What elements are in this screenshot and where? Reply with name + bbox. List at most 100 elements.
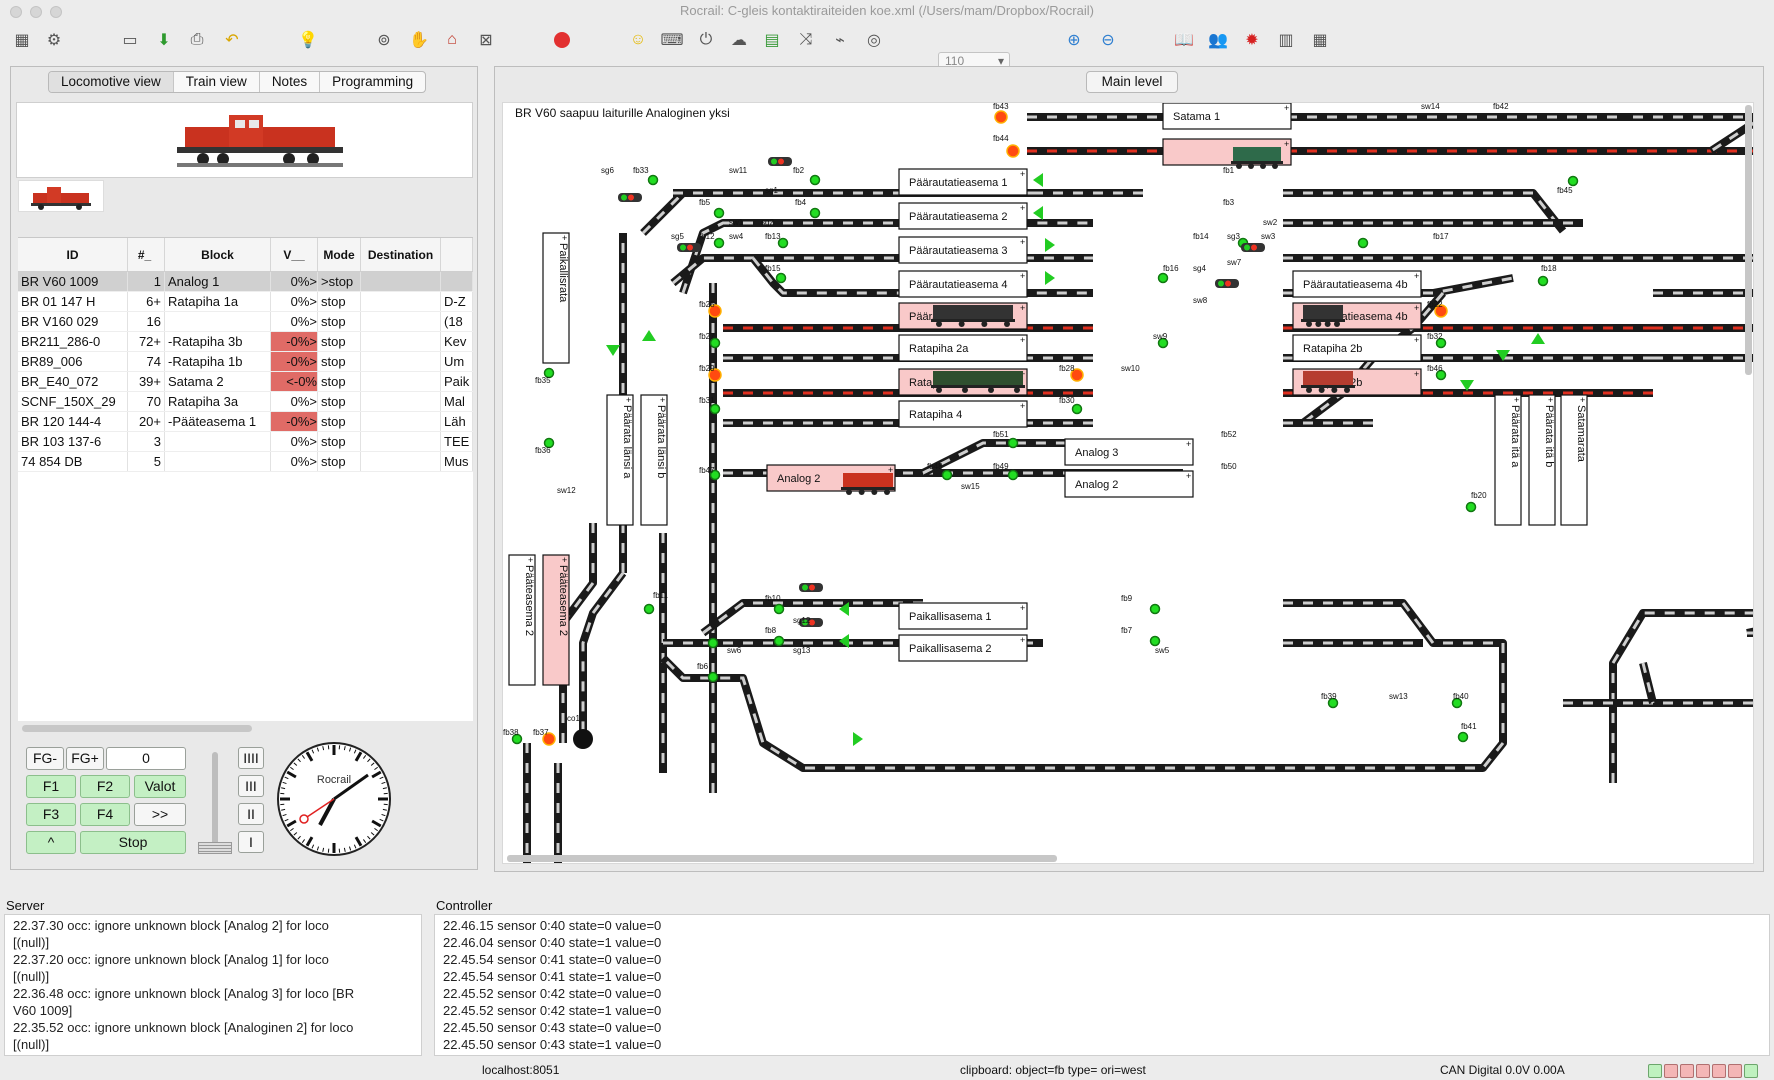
feedback-sensor-icon[interactable] bbox=[647, 174, 659, 186]
feedback-sensor-icon[interactable] bbox=[543, 367, 555, 379]
lights-button[interactable]: Valot bbox=[134, 775, 186, 798]
speed-slider-thumb[interactable] bbox=[198, 842, 232, 854]
gear-3-button[interactable]: III bbox=[238, 775, 264, 797]
tab-programming[interactable]: Programming bbox=[332, 74, 414, 89]
feedback-sensor-icon[interactable] bbox=[707, 637, 719, 649]
zoom-in-icon[interactable]: ⊕ bbox=[1067, 32, 1081, 49]
feedback-sensor-icon[interactable] bbox=[1007, 469, 1019, 481]
feedback-sensor-icon[interactable] bbox=[1007, 437, 1019, 449]
feedback-sensor-icon[interactable] bbox=[511, 733, 523, 745]
feedback-sensor-icon[interactable] bbox=[1537, 275, 1549, 287]
shuffle-icon[interactable]: ⤨ bbox=[799, 31, 813, 48]
block-p4b[interactable] bbox=[1292, 270, 1422, 298]
tab-main-level[interactable]: Main level bbox=[1086, 71, 1178, 93]
keyboard-icon[interactable]: ⌨ bbox=[660, 32, 684, 49]
block-r2b[interactable] bbox=[1292, 334, 1422, 362]
col-velocity[interactable]: V__ bbox=[271, 238, 318, 271]
feedback-sensor-icon[interactable] bbox=[1435, 369, 1447, 381]
feedback-sensor-icon[interactable] bbox=[1357, 237, 1369, 249]
block-a3[interactable] bbox=[1064, 438, 1194, 466]
feedback-sensor-icon[interactable] bbox=[708, 304, 722, 318]
locomotive-thumbnail[interactable] bbox=[18, 180, 104, 212]
fg-minus-button[interactable]: FG- bbox=[26, 747, 64, 770]
book-icon[interactable]: 📖 bbox=[1174, 32, 1194, 49]
track-plan[interactable]: BR V60 saapuu laiturille Analoginen yksi… bbox=[502, 102, 1754, 864]
col-destination[interactable]: Destination bbox=[361, 238, 441, 271]
feedback-sensor-icon[interactable] bbox=[1071, 403, 1083, 415]
block-pa2[interactable] bbox=[898, 634, 1028, 662]
controller-icon[interactable]: ⊚ bbox=[377, 32, 391, 49]
feedback-sensor-icon[interactable] bbox=[1157, 337, 1169, 349]
col-extra[interactable] bbox=[441, 238, 473, 271]
feedback-sensor-icon[interactable] bbox=[542, 732, 556, 746]
people-icon[interactable]: 👥 bbox=[1208, 32, 1228, 49]
gear-2-button[interactable]: II bbox=[238, 803, 264, 825]
gear-red-icon[interactable]: ✹ bbox=[1245, 32, 1259, 49]
col-mode[interactable]: Mode bbox=[318, 238, 361, 271]
fg-plus-button[interactable]: FG+ bbox=[66, 747, 104, 770]
feedback-sensor-icon[interactable] bbox=[708, 368, 722, 382]
feedback-sensor-icon[interactable] bbox=[709, 469, 721, 481]
feedback-sensor-icon[interactable] bbox=[1457, 731, 1469, 743]
gear-4-button[interactable]: IIII bbox=[238, 747, 264, 769]
usb-icon[interactable]: ⌁ bbox=[835, 32, 845, 49]
gear-1-button[interactable]: I bbox=[238, 831, 264, 853]
feedback-sensor-icon[interactable] bbox=[713, 237, 725, 249]
block-r4[interactable] bbox=[898, 400, 1028, 428]
block-paate2[interactable] bbox=[542, 554, 570, 686]
feedback-sensor-icon[interactable] bbox=[809, 207, 821, 219]
block-p4[interactable] bbox=[898, 270, 1028, 298]
cloud-icon[interactable]: ☁ bbox=[731, 32, 747, 49]
zoom-window-button[interactable] bbox=[50, 6, 62, 18]
hand-icon[interactable]: ✋ bbox=[409, 32, 429, 49]
block-a2[interactable] bbox=[1064, 470, 1194, 498]
print-icon[interactable]: ⎙ bbox=[190, 31, 204, 48]
f1-button[interactable]: F1 bbox=[26, 775, 76, 798]
f4-button[interactable]: F4 bbox=[80, 803, 130, 826]
feedback-sensor-icon[interactable] bbox=[1465, 501, 1477, 513]
feedback-sensor-icon[interactable] bbox=[994, 110, 1008, 124]
tab-notes[interactable]: Notes bbox=[260, 72, 321, 92]
block-plansi_a[interactable] bbox=[606, 394, 634, 526]
feedback-sensor-icon[interactable] bbox=[643, 603, 655, 615]
server-log[interactable]: 22.37.30 occ: ignore unknown block [Anal… bbox=[4, 914, 422, 1056]
table-scrollbar[interactable] bbox=[22, 725, 252, 732]
feedback-sensor-icon[interactable] bbox=[709, 337, 721, 349]
block-satama1[interactable] bbox=[1162, 103, 1292, 130]
feedback-sensor-icon[interactable] bbox=[709, 403, 721, 415]
block-paikallisrata[interactable] bbox=[542, 232, 570, 364]
settings-icon[interactable]: ⚙ bbox=[46, 32, 62, 49]
speed-field[interactable]: 0 bbox=[106, 747, 186, 770]
f3-button[interactable]: F3 bbox=[26, 803, 76, 826]
block-p1[interactable] bbox=[898, 168, 1028, 196]
feedback-sensor-icon[interactable] bbox=[809, 174, 821, 186]
speed-slider-track[interactable] bbox=[212, 752, 218, 848]
block-p2[interactable] bbox=[898, 202, 1028, 230]
block-pa1[interactable] bbox=[898, 602, 1028, 630]
feedback-sensor-icon[interactable] bbox=[777, 237, 789, 249]
minimize-window-button[interactable] bbox=[30, 6, 42, 18]
feedback-sensor-icon[interactable] bbox=[1327, 697, 1339, 709]
feedback-sensor-icon[interactable] bbox=[713, 207, 725, 219]
feedback-sensor-icon[interactable] bbox=[707, 671, 719, 683]
feedback-sensor-icon[interactable] bbox=[1157, 272, 1169, 284]
block-pita_b[interactable] bbox=[1528, 394, 1556, 526]
block-paate2[interactable] bbox=[508, 554, 536, 686]
feedback-sensor-icon[interactable] bbox=[773, 635, 785, 647]
feedback-sensor-icon[interactable] bbox=[1451, 697, 1463, 709]
feedback-sensor-icon[interactable] bbox=[1567, 175, 1579, 187]
col-id[interactable]: ID bbox=[18, 238, 128, 271]
close-window-button[interactable] bbox=[10, 6, 22, 18]
coordinator-icon[interactable] bbox=[573, 729, 593, 749]
feedback-sensor-icon[interactable] bbox=[1434, 304, 1448, 318]
feedback-sensor-icon[interactable] bbox=[1070, 368, 1084, 382]
plan-h-scrollbar[interactable] bbox=[507, 855, 1057, 862]
feedback-sensor-icon[interactable] bbox=[1149, 603, 1161, 615]
